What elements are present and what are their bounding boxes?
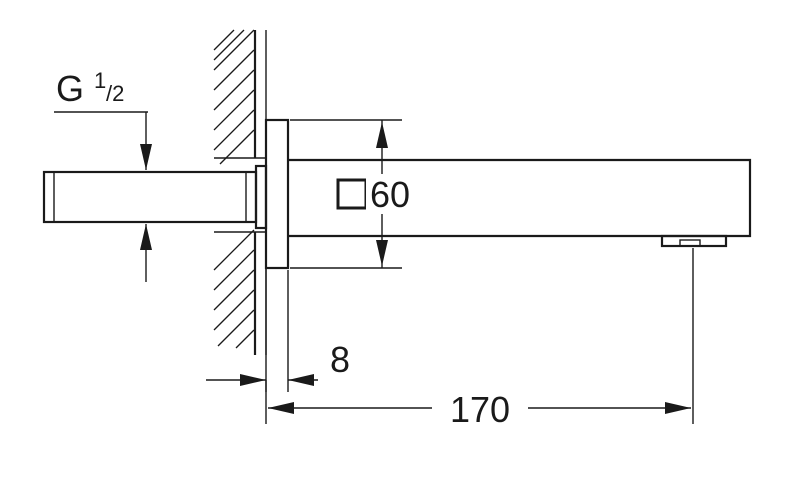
square-dimension: 60 <box>290 119 430 269</box>
wall-hatching <box>213 29 255 349</box>
projection-dim-label: 170 <box>450 389 510 430</box>
thread-label-num: 1 <box>94 68 106 93</box>
threaded-inlet-pipe <box>42 164 268 230</box>
square-dim-label: 60 <box>370 174 410 215</box>
wall-thickness-dimension: 8 <box>206 268 350 392</box>
thread-label-main: G <box>56 68 84 109</box>
wall-flange <box>214 118 290 270</box>
projection-dimension: 170 <box>265 248 694 430</box>
spout-body <box>288 158 752 248</box>
square-symbol-icon <box>336 178 368 210</box>
wall-dim-label: 8 <box>330 339 350 380</box>
thread-dimension: G 1 /2 <box>54 68 152 282</box>
thread-label-den: /2 <box>106 81 124 106</box>
